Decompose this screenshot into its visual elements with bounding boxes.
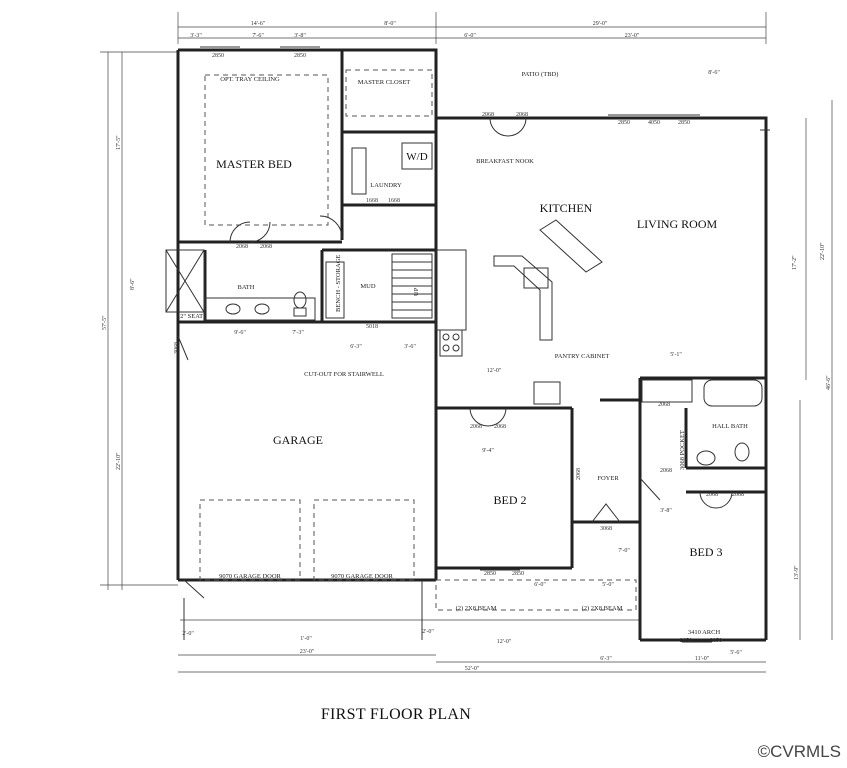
dimension-lines [100,12,833,673]
code-d19: 2068 [706,492,718,498]
label-garage: GARAGE [273,433,323,447]
dim-hall-2: 5'-1" [670,352,682,358]
dim-top-1: 14'-6" [251,21,266,27]
code-d4: 2068 [516,112,528,118]
code-d5: 2068 [236,244,248,250]
note-patio: PATIO (TBD) [522,71,559,78]
note-beam-1: (2) 2X8 BEAM [456,605,497,612]
dim-top-4: 23'-0" [625,33,640,39]
dim-left-3: 22'-10" [116,452,122,470]
label-hall-bath: HALL BATH [712,423,748,430]
code-d8: 4050 [648,120,660,126]
plan-title: FIRST FLOOR PLAN [320,706,472,723]
dim-right-2: 22'-10" [820,242,826,260]
code-d1: 2850 [212,53,224,59]
dim-top-5: 6'-0" [464,33,476,39]
label-foyer: FOYER [597,475,619,482]
dim-bottom-7: 1'-0" [300,636,312,642]
dim-bottom-4: 11'-0" [695,656,710,662]
label-mud: MUD [360,283,375,290]
dim-foyer-1: 7'-0" [618,548,630,554]
dim-right-4: 13'-9" [794,565,800,580]
code-d6: 2068 [260,244,272,250]
dim-bath-2: 7'-3" [292,330,304,336]
dim-left-2: 57'-5" [102,315,108,330]
label-breakfast-nook: BREAKFAST NOOK [476,158,534,165]
note-pocket: 3068 POCKET [679,430,686,470]
dim-bed2-1: 9'-4" [482,448,494,454]
label-bed2: BED 2 [494,493,527,507]
dim-mud-1: 6'-3" [350,344,362,350]
dim-top-9: 3'-8" [294,33,306,39]
dim-left-4: 8'-6" [130,278,136,290]
note-garage-door-2: 9070 GARAGE DOOR [331,573,393,580]
copyright-watermark: ©CVRMLS [757,742,841,761]
code-d18: 2850 [512,571,524,577]
dim-top-7: 3'-3" [190,33,202,39]
dim-right-3: 17'-2" [792,255,798,270]
dim-bottom-1: 23'-0" [300,649,315,655]
code-d16: 2068 [660,468,672,474]
dim-top-8: 7'-6" [252,33,264,39]
code-d2: 2850 [294,53,306,59]
dim-bottom-8: 2'-0" [422,629,434,635]
dim-bath-1: 9'-6" [234,330,246,336]
code-d14: 3068 [600,526,612,532]
dim-bottom-2: 52'-0" [465,666,480,672]
code-d23: 2850 [710,638,722,644]
note-bench: BENCH - STORAGE [335,255,342,312]
label-bath: BATH [238,284,255,291]
code-d3: 2068 [482,112,494,118]
code-d11: 1668 [388,198,400,204]
code-d15: 2068 [658,402,670,408]
dim-top-6: 8'-6" [708,70,720,76]
dim-bottom-3: 12'-0" [497,639,512,645]
label-bed3: BED 3 [690,545,723,559]
dim-top-2: 8'-0" [384,21,396,27]
code-d20: 2068 [732,492,744,498]
label-master-bed: MASTER BED [216,157,292,171]
room-labels: MASTER BED MASTER CLOSET LAUNDRY W/D BAT… [216,79,748,559]
dim-bed3-1: 3'-8" [660,508,672,514]
plan-notes: OPT. TRAY CEILING PATIO (TBD) PANTRY CAB… [177,71,721,636]
note-arch: 3410 ARCH [688,629,721,636]
note-beam-2: (2) 2X8 BEAM [582,605,623,612]
note-seat: 12" SEAT [177,313,203,320]
note-pantry: PANTRY CABINET [555,353,610,360]
label-washer-dryer: W/D [406,151,427,163]
dim-top-3: 29'-0" [593,21,608,27]
note-garage-door-1: 9070 GARAGE DOOR [219,573,281,580]
fixtures [165,46,770,643]
code-d25: 5018 [366,324,378,330]
code-d12: 2068 [470,424,482,430]
dim-hall-1: 12'-0" [487,368,502,374]
label-kitchen: KITCHEN [540,201,593,215]
dim-right-1: 46'-6" [826,375,832,390]
code-d21: 2068 [576,468,582,480]
code-d13: 2068 [494,424,506,430]
dim-bottom-6: 2'-0" [182,631,194,637]
dim-bed3-2: 5'-6" [730,650,742,656]
dim-bed2-3: 5'-0" [602,582,614,588]
dim-bed2-2: 6'-0" [534,582,546,588]
dimension-labels: 14'-6" 8'-0" 29'-0" 23'-0" 6'-0" 8'-6" 3… [102,21,832,672]
code-d22: 2850 [680,638,692,644]
label-laundry: LAUNDRY [370,182,402,189]
note-tray-ceiling: OPT. TRAY CEILING [220,76,280,83]
dim-mud-2: 3'-6" [404,344,416,350]
dim-left-1: 17'-5" [116,135,122,150]
code-d10: 1668 [366,198,378,204]
dim-bottom-5: 6'-3" [600,656,612,662]
code-d24: 3068 [174,342,180,354]
label-master-closet: MASTER CLOSET [358,79,411,86]
door-codes: 2850 2850 2068 2068 2068 2068 2850 4050 … [174,53,744,644]
walls [176,48,768,642]
label-living-room: LIVING ROOM [637,217,718,231]
code-d9: 2850 [678,120,690,126]
code-d17: 2850 [484,571,496,577]
note-up: UP [413,287,420,296]
note-stairwell: CUT-OUT FOR STAIRWELL [304,371,384,378]
code-d7: 2850 [618,120,630,126]
